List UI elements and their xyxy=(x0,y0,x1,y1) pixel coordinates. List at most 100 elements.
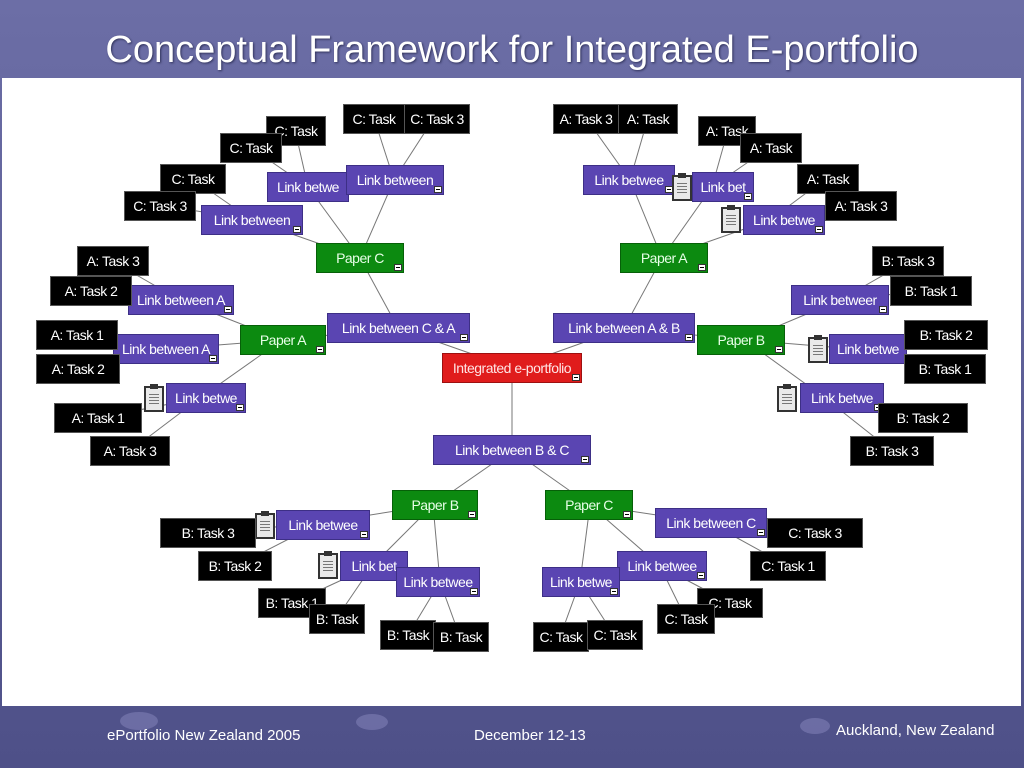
hub-link-c-a[interactable]: Link between C & A xyxy=(327,313,470,343)
task-node[interactable]: B: Task xyxy=(433,622,489,652)
link-node[interactable]: Link between xyxy=(346,165,444,195)
task-node[interactable]: A: Task 3 xyxy=(825,191,897,221)
link-label: Link betwe xyxy=(550,574,612,590)
collapse-icon[interactable] xyxy=(757,529,765,536)
hub-link-b-c[interactable]: Link between B & C xyxy=(433,435,591,465)
collapse-icon[interactable] xyxy=(879,306,887,313)
task-node[interactable]: B: Task 3 xyxy=(850,436,934,466)
collapse-icon[interactable] xyxy=(360,531,368,538)
clipboard-icon xyxy=(808,335,828,363)
link-node[interactable]: Link betwe xyxy=(267,172,349,202)
collapse-icon[interactable] xyxy=(468,511,476,518)
clipboard-icon xyxy=(777,384,797,412)
task-node[interactable]: B: Task 1 xyxy=(258,588,326,618)
link-node[interactable]: Link betwee xyxy=(583,165,675,195)
task-node[interactable]: B: Task 2 xyxy=(904,320,988,350)
task-node[interactable]: C: Task 1 xyxy=(750,551,826,581)
root-label: Integrated e-portfolio xyxy=(452,360,572,376)
collapse-icon[interactable] xyxy=(434,186,442,193)
paper-b-bottom[interactable]: Paper B xyxy=(392,490,478,520)
task-node[interactable]: B: Task xyxy=(309,604,365,634)
link-node[interactable]: Link betweer xyxy=(791,285,889,315)
link-node[interactable]: Link betwe xyxy=(743,205,825,235)
link-node[interactable]: Link betwee xyxy=(396,567,480,597)
paper-c-bottom[interactable]: Paper C xyxy=(545,490,633,520)
link-label: Link betweer xyxy=(803,292,877,308)
collapse-icon[interactable] xyxy=(610,588,618,595)
collapse-icon[interactable] xyxy=(815,226,823,233)
collapse-icon[interactable] xyxy=(224,306,232,313)
link-label: Link betwee xyxy=(627,558,697,574)
collapse-icon[interactable] xyxy=(581,456,589,463)
collapse-icon[interactable] xyxy=(698,264,706,271)
task-node[interactable]: C: Task xyxy=(220,133,282,163)
collapse-icon[interactable] xyxy=(470,588,478,595)
link-label: Link between A xyxy=(137,292,225,308)
collapse-icon[interactable] xyxy=(572,374,580,381)
paper-a-left[interactable]: Paper A xyxy=(240,325,326,355)
task-node[interactable]: C: Task xyxy=(160,164,226,194)
task-node[interactable]: C: Task xyxy=(657,604,715,634)
hub-link-a-b[interactable]: Link between A & B xyxy=(553,313,695,343)
collapse-icon[interactable] xyxy=(209,355,217,362)
collapse-icon[interactable] xyxy=(293,226,301,233)
task-node[interactable]: A: Task 2 xyxy=(36,354,120,384)
paper-label: Paper B xyxy=(717,332,765,348)
link-node[interactable]: Link betwee xyxy=(276,510,370,540)
collapse-icon[interactable] xyxy=(316,346,324,353)
collapse-icon[interactable] xyxy=(685,334,693,341)
link-node[interactable]: Link betwee xyxy=(617,551,707,581)
link-node[interactable]: Link betwe xyxy=(829,334,907,364)
collapse-icon[interactable] xyxy=(697,572,705,579)
paper-b-right[interactable]: Paper B xyxy=(697,325,785,355)
task-node[interactable]: C: Task xyxy=(343,104,405,134)
root-node-integrated-eportfolio[interactable]: Integrated e-portfolio xyxy=(442,353,582,383)
hub-label: Link between B & C xyxy=(455,442,569,458)
link-node[interactable]: Link betwe xyxy=(542,567,620,597)
task-node[interactable]: C: Task 3 xyxy=(124,191,196,221)
task-node[interactable]: B: Task xyxy=(380,620,436,650)
task-node[interactable]: C: Task xyxy=(587,620,643,650)
task-node[interactable]: A: Task 3 xyxy=(553,104,619,134)
task-node[interactable]: B: Task 1 xyxy=(904,354,986,384)
collapse-icon[interactable] xyxy=(623,511,631,518)
task-node[interactable]: C: Task xyxy=(533,622,589,652)
task-node[interactable]: B: Task 2 xyxy=(878,403,968,433)
task-label: A: Task 2 xyxy=(64,283,118,299)
task-node[interactable]: C: Task 3 xyxy=(404,104,470,134)
link-label: Link betwee xyxy=(594,172,664,188)
collapse-icon[interactable] xyxy=(744,193,752,200)
task-node[interactable]: A: Task xyxy=(618,104,678,134)
paper-c-top[interactable]: Paper C xyxy=(316,243,404,273)
link-node[interactable]: Link between A xyxy=(113,334,219,364)
task-node[interactable]: C: Task xyxy=(697,588,763,618)
task-node[interactable]: A: Task 3 xyxy=(90,436,170,466)
task-node[interactable]: B: Task 2 xyxy=(198,551,272,581)
collapse-icon[interactable] xyxy=(394,264,402,271)
link-node[interactable]: Link between C xyxy=(655,508,767,538)
task-node[interactable]: A: Task xyxy=(797,164,859,194)
task-node[interactable]: B: Task 3 xyxy=(872,246,944,276)
task-node[interactable]: A: Task xyxy=(740,133,802,163)
link-node[interactable]: Link between xyxy=(201,205,303,235)
task-node[interactable]: A: Task 1 xyxy=(36,320,118,350)
task-label: C: Task xyxy=(229,140,273,156)
link-node[interactable]: Link betwe xyxy=(800,383,884,413)
link-node[interactable]: Link betwe xyxy=(166,383,246,413)
paper-a-top[interactable]: Paper A xyxy=(620,243,708,273)
task-node[interactable]: A: Task 2 xyxy=(50,276,132,306)
task-node[interactable]: C: Task 3 xyxy=(767,518,863,548)
task-node[interactable]: B: Task 3 xyxy=(160,518,256,548)
paper-label: Paper A xyxy=(640,250,688,266)
task-node[interactable]: A: Task 1 xyxy=(54,403,142,433)
link-node[interactable]: Link bet xyxy=(692,172,754,202)
paper-label: Paper C xyxy=(565,497,613,513)
collapse-icon[interactable] xyxy=(775,346,783,353)
collapse-icon[interactable] xyxy=(460,334,468,341)
link-node[interactable]: Link between A xyxy=(128,285,234,315)
task-label: A: Task 3 xyxy=(834,198,888,214)
collapse-icon[interactable] xyxy=(236,404,244,411)
task-label: B: Task 3 xyxy=(881,253,935,269)
task-node[interactable]: B: Task 1 xyxy=(890,276,972,306)
task-node[interactable]: A: Task 3 xyxy=(77,246,149,276)
